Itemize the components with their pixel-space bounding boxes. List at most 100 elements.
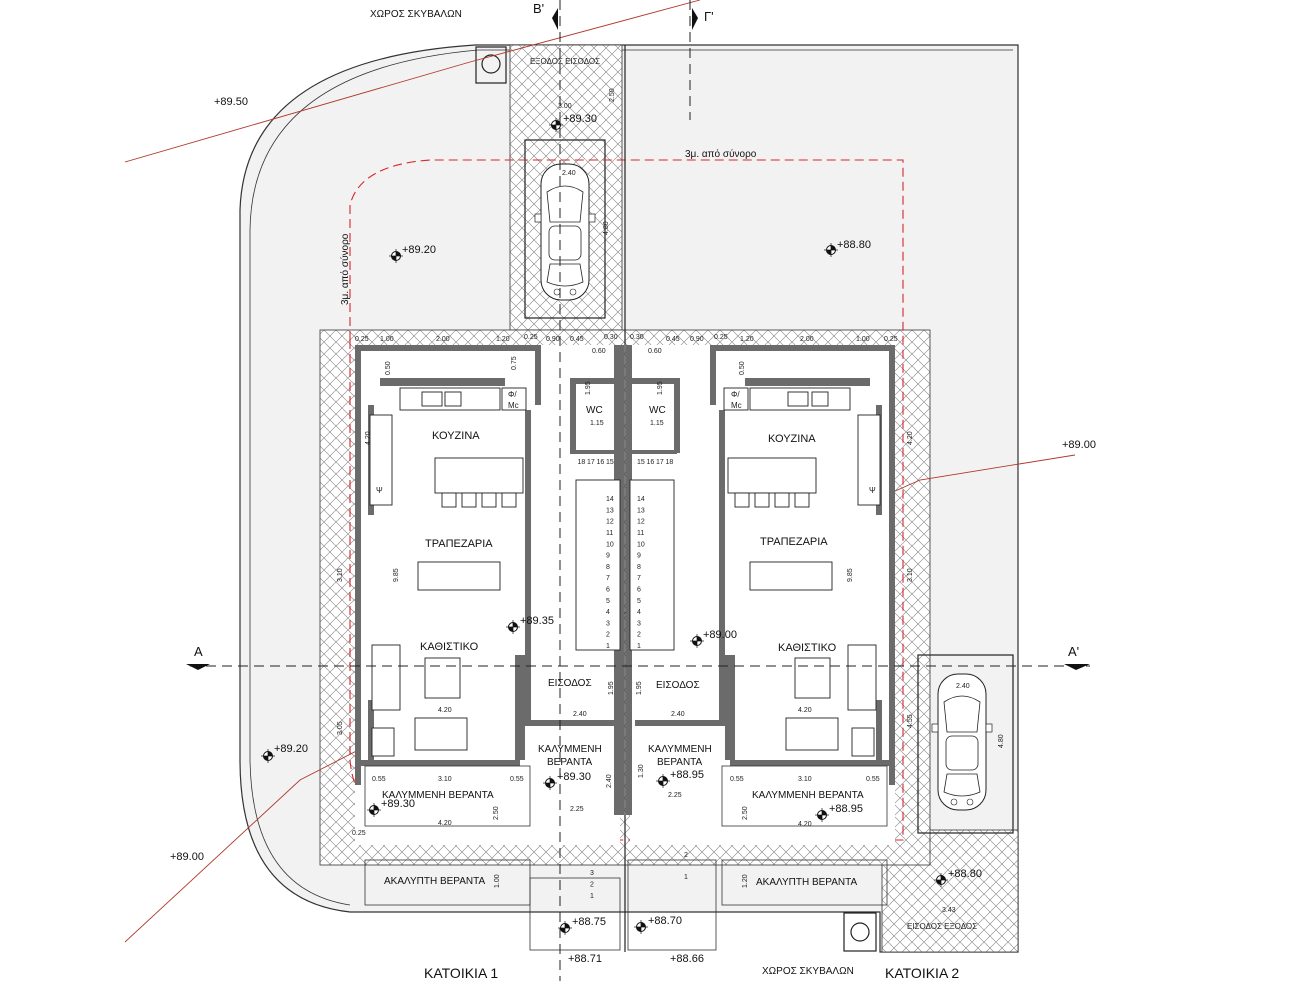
dimension-text: 4.20	[438, 707, 452, 714]
open-veranda-1-label: ΑΚΑΛΥΠΤΗ ΒΕΡΑΝΤΑ	[384, 876, 485, 887]
stair-step-number: 11	[606, 530, 613, 537]
stair-step-number: 1	[637, 643, 641, 650]
dimension-text: 0.25	[352, 830, 366, 837]
dimension-text: 0.50	[739, 361, 746, 375]
dimension-text: 1.15	[590, 420, 604, 427]
open-veranda-2-label: ΑΚΑΛΥΠΤΗ ΒΕΡΑΝΤΑ	[756, 877, 857, 888]
dimension-text: 2.40	[573, 711, 587, 718]
section-b-arrow	[552, 8, 558, 30]
stair-step-number: 7	[606, 575, 610, 582]
dimension-text: 4.20	[798, 821, 812, 828]
elevation-label: +88.71	[568, 953, 602, 965]
covered-label-1b: ΒΕΡΑΝΤΑ	[547, 757, 593, 768]
dimension-text: 1.30	[638, 764, 645, 778]
stairs	[575, 479, 675, 651]
dimension-text: 0.25	[355, 336, 369, 343]
kitchen-label-1: ΚΟΥΖΙΝΑ	[432, 430, 480, 442]
steps-1	[529, 877, 621, 951]
dimension-text: 1.95	[585, 381, 592, 395]
kitchen-furniture	[369, 387, 881, 591]
dimension-text: 2.40	[671, 711, 685, 718]
fridge-label-2b: Mc	[731, 401, 742, 410]
dimension-text: 0.90	[690, 336, 704, 343]
dimension-text: 0.60	[592, 348, 606, 355]
elevation-label: +89.30	[381, 798, 415, 810]
dimension-text: 2.40	[562, 170, 576, 177]
dimension-text: 0.75	[511, 356, 518, 370]
elevation-label: +88.75	[572, 916, 606, 928]
stair-step-number: 16	[647, 459, 655, 466]
elevation-label: +89.30	[563, 113, 597, 125]
entry-label-1: ΕΙΣΟΔΟΣ	[548, 678, 592, 689]
psi-label-1: Ψ	[376, 486, 383, 495]
waste-area-top-label: ΧΩΡΟΣ ΣΚΥΒΑΛΩΝ	[370, 9, 462, 20]
dimension-text: 0.55	[372, 776, 386, 783]
dimension-text: 0.50	[385, 361, 392, 375]
stair-step-number: 10	[637, 541, 645, 548]
dimension-text: 2.50	[742, 806, 749, 820]
dimension-text: 4.20	[365, 431, 372, 445]
dimension-text: 1.95	[608, 681, 615, 695]
dimension-text: 0.60	[648, 348, 662, 355]
top-dimensions-right: 0.30 0.45 0.90 0.25 1.20 2.00 1.00 0.25	[630, 334, 898, 343]
dimension-text: 1.20	[740, 336, 754, 343]
house2-title: ΚΑΤΟΙΚΙΑ 2	[885, 965, 959, 981]
living-label-2: ΚΑΘΙΣΤΙΚΟ	[778, 642, 837, 654]
dimension-text: 1.15	[650, 420, 664, 427]
stair-step-number: 9	[637, 553, 641, 560]
stair-step-number: 9	[606, 553, 610, 560]
elevation-label: +89.50	[214, 96, 248, 108]
stair-step-number: 13	[637, 507, 645, 514]
elevation-label: +89.35	[520, 615, 554, 627]
fridge-label-1b: Mc	[508, 401, 519, 410]
covered-veranda-1-label: ΚΑΛΥΜΜΕΝΗ ΒΕΡΑΝΤΑ	[382, 790, 494, 801]
covered-veranda-1-dash	[364, 765, 531, 827]
dimension-text: 9.85	[393, 568, 400, 582]
dimension-text: 1.95	[636, 681, 643, 695]
dimension-text: 1.95	[657, 381, 664, 395]
stair-step-number: 2	[606, 632, 610, 639]
entry-step-number: 1	[590, 893, 594, 900]
entrance-bottom-label: ΕΙΣΟΔΟΣ ΕΞΟΔΟΣ	[907, 922, 977, 931]
section-g-label: Γ'	[704, 9, 714, 24]
dimension-text: 0.90	[546, 336, 560, 343]
kitchen-label-2: ΚΟΥΖΙΝΑ	[768, 433, 816, 445]
section-g-arrow	[692, 8, 698, 30]
elev-marker	[633, 919, 649, 935]
dimension-text: 0.45	[666, 336, 680, 343]
house1-title: ΚΑΤΟΙΚΙΑ 1	[424, 965, 498, 981]
steps-2	[627, 859, 717, 951]
waste-area-bottom-label: ΧΩΡΟΣ ΣΚΥΒΑΛΩΝ	[762, 966, 854, 977]
setback-top-label: 3μ. από σύνορο	[685, 148, 757, 160]
stair-step-number: 8	[637, 564, 641, 571]
open-veranda-2	[721, 859, 888, 906]
stair-step-number: 4	[637, 609, 641, 616]
stair-step-number: 17	[587, 459, 595, 466]
dimension-text: 4.20	[798, 707, 812, 714]
elevation-label: +89.20	[274, 743, 308, 755]
car-top	[534, 163, 596, 301]
stair-step-number: 1	[606, 643, 610, 650]
stair-step-number: 14	[606, 496, 614, 503]
dimension-text: 4.55	[907, 714, 914, 728]
dimension-text: 0.55	[510, 776, 524, 783]
dimension-text: 3.43	[942, 907, 956, 914]
entry-step-number: 1	[684, 874, 688, 881]
stair-step-number: 17	[656, 459, 664, 466]
stair-step-number: 14	[637, 496, 645, 503]
elevation-label: +89.30	[557, 771, 591, 783]
living-furniture	[371, 644, 877, 757]
elevation-label: +88.95	[670, 769, 704, 781]
dimension-text: 4.80	[998, 734, 1005, 748]
fridge-label-1: Φ/	[508, 390, 517, 399]
elevation-label: +88.66	[670, 953, 704, 965]
stair-step-number: 10	[606, 541, 614, 548]
psi-label-2: Ψ	[869, 486, 876, 495]
covered-label-2a: ΚΑΛΥΜΜΕΝΗ	[648, 744, 712, 755]
elevation-label: +88.80	[837, 239, 871, 251]
stair-step-number: 2	[637, 632, 641, 639]
stair-step-number: 12	[606, 519, 614, 526]
dimension-text: 3.00	[558, 103, 572, 110]
